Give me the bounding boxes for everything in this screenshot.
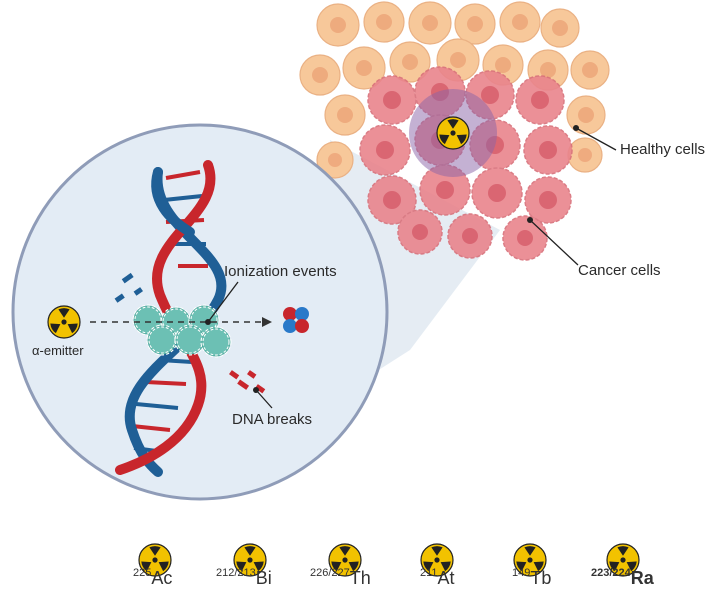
cancer-cells-leader [529, 219, 579, 266]
dna-breaks-leader [255, 389, 273, 409]
isotope-label-1: 225Ac [133, 567, 173, 589]
isotope-4-mass: 211 [420, 567, 438, 579]
ionization-leader [207, 281, 239, 323]
ionization-dot [205, 319, 211, 325]
alpha-emitter-icon [47, 305, 81, 339]
dna-breaks-dot [253, 387, 259, 393]
isotope-5-mass: 149 [512, 567, 531, 579]
isotope-3-symbol: Th [349, 568, 371, 588]
isotope-label-5: 149Tb [512, 567, 552, 589]
healthy-cells-leader [575, 127, 617, 151]
isotope-2-symbol: Bi [255, 568, 272, 588]
isotope-label-3: 226/227Th [310, 567, 371, 589]
healthy-cells [299, 1, 610, 179]
cancer-cells-label: Cancer cells [578, 262, 661, 279]
isotope-icons [138, 543, 640, 577]
isotope-6-symbol: Ra [630, 568, 654, 588]
isotope-4-symbol: At [437, 568, 455, 588]
isotope-1-mass: 225 [133, 567, 152, 579]
healthy-cells-label: Healthy cells [620, 141, 706, 158]
ionization-events-label: Ionization events [224, 263, 337, 280]
alpha-particle [283, 307, 309, 333]
isotope-label-2: 212/213Bi [216, 567, 272, 589]
isotope-label-4: 211At [420, 567, 455, 589]
isotope-1-symbol: Ac [151, 568, 173, 588]
isotope-label-6: 223/224Ra [591, 567, 654, 589]
healthy-cells-dot [573, 125, 579, 131]
isotope-6-mass: 223/224 [591, 567, 631, 579]
dna-breaks-label: DNA breaks [232, 411, 313, 428]
isotope-3-mass: 226/227 [310, 567, 350, 579]
dna-fragments-blue [114, 272, 143, 303]
isotope-5-symbol: Tb [530, 568, 552, 588]
alpha-arrowhead [262, 317, 272, 327]
alpha-emitter-label: α-emitter [32, 343, 84, 358]
dna-fragments-red [229, 370, 266, 394]
isotope-2-mass: 212/213 [216, 567, 256, 579]
tumor-radiation-icon [436, 116, 470, 150]
cancer-cells-dot [527, 217, 533, 223]
